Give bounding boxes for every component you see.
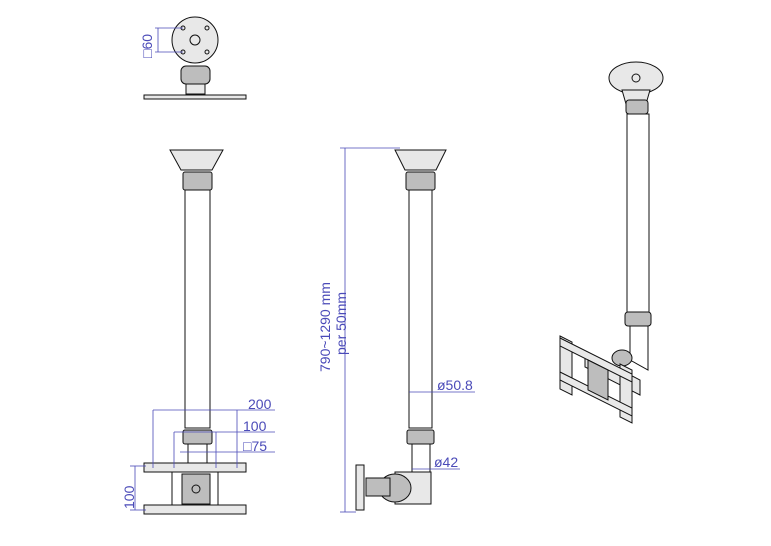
dim-height-step: per 50mm <box>333 292 349 355</box>
side-view: 790~1290 mm per 50mm ø50.8 ø42 <box>317 147 475 513</box>
perspective-view <box>559 61 664 424</box>
dim-square-75: □75 <box>243 438 267 454</box>
dim-height-100: 100 <box>121 485 137 509</box>
dim-tube-diameter: ø50.8 <box>437 377 473 393</box>
dim-100: 100 <box>243 418 267 434</box>
dim-200: 200 <box>248 396 272 412</box>
dim-top-square: □60 <box>139 34 155 58</box>
front-view: 200 100 □75 100 <box>121 149 275 515</box>
dim-height-range: 790~1290 mm <box>317 282 333 372</box>
top-view: □60 <box>139 16 247 100</box>
dim-lower-tube-diameter: ø42 <box>434 454 458 470</box>
